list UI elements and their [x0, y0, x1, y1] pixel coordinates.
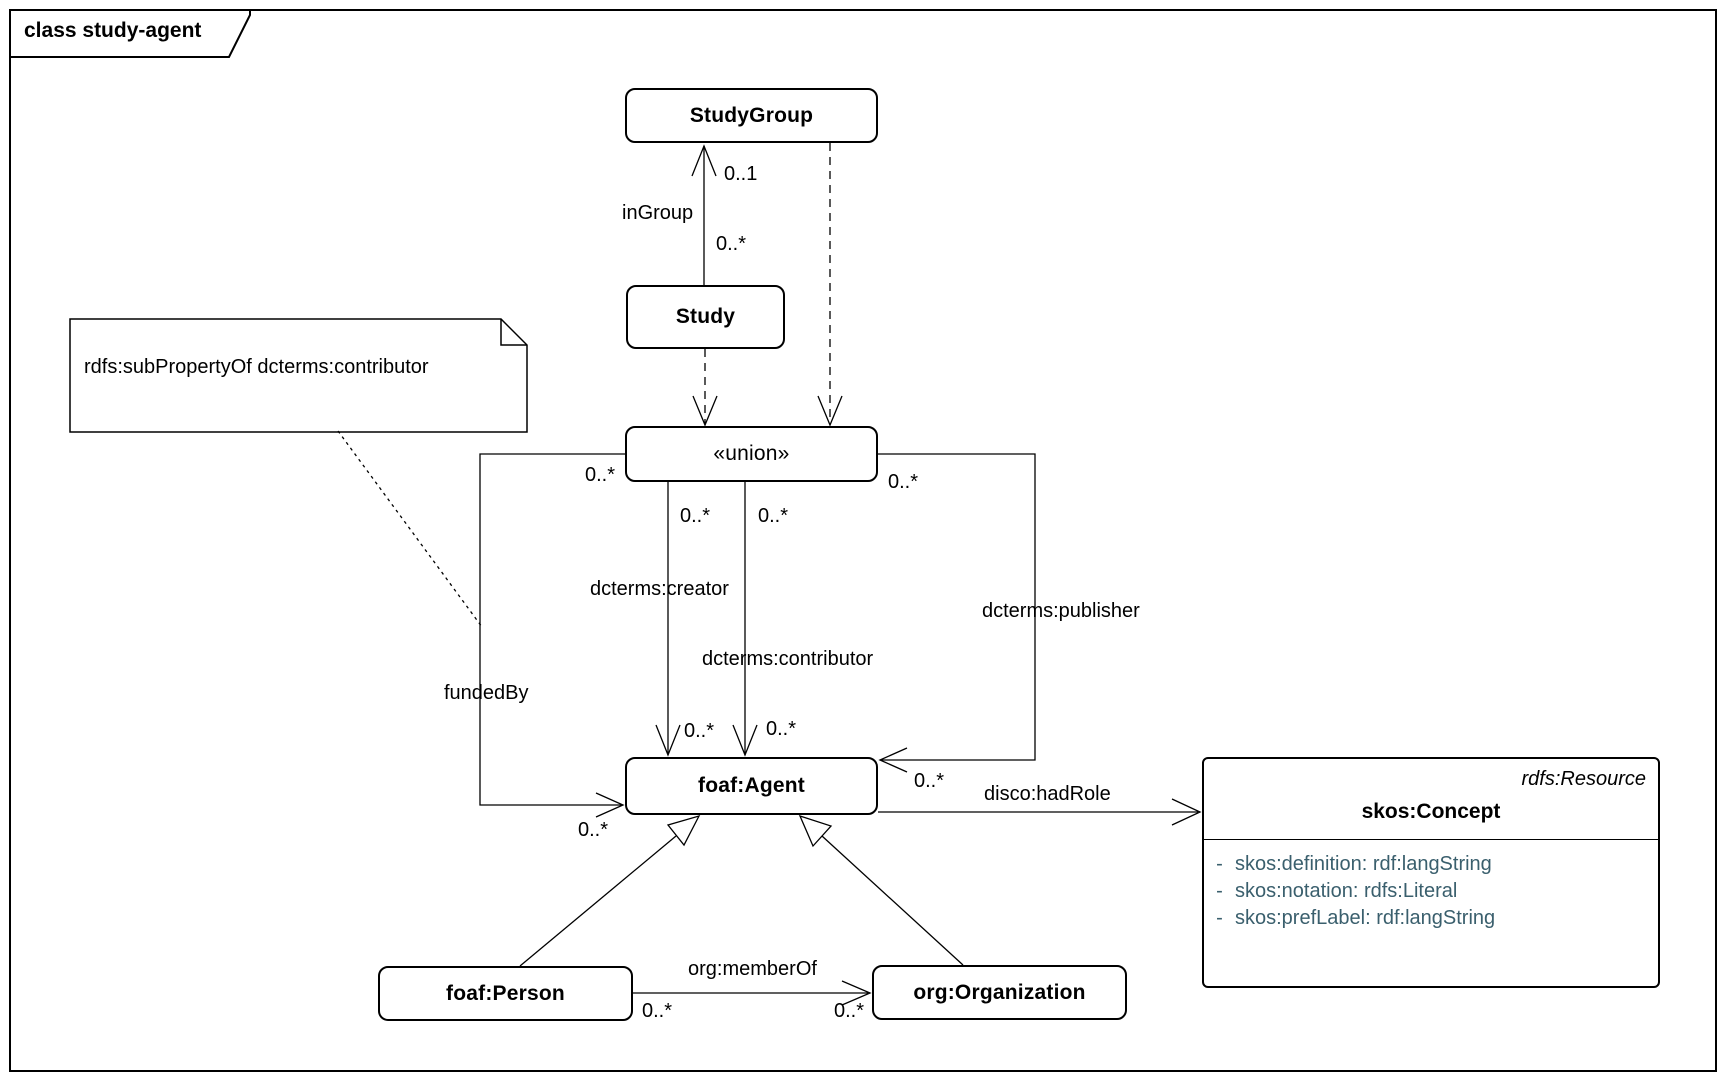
class-box-study: Study: [626, 285, 785, 349]
class-label-study: Study: [675, 305, 736, 328]
edge-generalization-person-line: [519, 835, 677, 967]
class-label-concept: skos:Concept: [1361, 800, 1501, 823]
frame-title-tab-shape: [9, 9, 251, 58]
attribute-row: - skos:prefLabel: rdf:langString: [1204, 905, 1658, 932]
frame-title: class study-agent: [24, 19, 202, 42]
edge-label-publisher: dcterms:publisher: [982, 600, 1140, 622]
edge-label-ingroup: inGroup: [622, 202, 694, 224]
mult-fundedby-target: 0..*: [578, 819, 609, 841]
note-text: rdfs:subPropertyOf dcterms:contributor: [84, 356, 429, 378]
edge-contributor-arrowhead-icon: [732, 724, 758, 757]
attribute-row: - skos:notation: rdfs:Literal: [1204, 878, 1658, 905]
mult-publisher-target: 0..*: [914, 770, 945, 792]
class-box-studygroup: StudyGroup: [625, 88, 878, 143]
concept-header: rdfs:Resource skos:Concept: [1204, 759, 1658, 840]
attribute-text: skos:notation: rdfs:Literal: [1235, 880, 1458, 902]
mult-memberof-target: 0..*: [834, 1000, 865, 1022]
edge-generalization-organization-triangle-icon: [798, 814, 833, 848]
note-dogear-icon: [500, 319, 527, 346]
edge-creator-arrowhead-icon: [655, 724, 681, 757]
mult-fundedby-source: 0..*: [585, 464, 616, 486]
attribute-visibility: -: [1216, 907, 1223, 929]
edge-label-fundedby: fundedBy: [444, 682, 529, 704]
class-label-union: «union»: [713, 442, 790, 465]
class-box-agent: foaf:Agent: [625, 757, 878, 815]
attribute-text: skos:prefLabel: rdf:langString: [1235, 907, 1496, 929]
class-label-agent: foaf:Agent: [698, 774, 805, 797]
mult-contributor-source: 0..*: [758, 505, 789, 527]
edge-fundedby-line: [479, 453, 625, 806]
class-label-studygroup: StudyGroup: [689, 103, 814, 127]
edge-publisher-arrowhead-icon: [878, 747, 908, 773]
edge-label-memberof: org:memberOf: [688, 958, 817, 980]
attribute-visibility: -: [1216, 880, 1223, 902]
note-anchor-line: [337, 430, 483, 628]
edge-label-creator: dcterms:creator: [590, 578, 729, 600]
edge-label-hadrole: disco:hadRole: [984, 783, 1111, 805]
class-box-union: «union»: [625, 426, 878, 482]
edge-ingroup-arrowhead-icon: [691, 144, 717, 177]
attribute-row: - skos:definition: rdf:langString: [1204, 851, 1658, 878]
edge-fundedby-arrowhead-icon: [595, 792, 625, 818]
concept-attribute-compartment: - skos:definition: rdf:langString - skos…: [1204, 840, 1658, 932]
class-box-person: foaf:Person: [378, 966, 633, 1021]
edge-memberof-arrowhead-icon: [841, 980, 872, 1006]
class-label-person: foaf:Person: [446, 981, 565, 1005]
edge-generalization-person-triangle-icon: [666, 814, 701, 847]
edge-dependency-studygroup-union-arrowhead-icon: [817, 395, 843, 427]
mult-creator-target: 0..*: [684, 720, 715, 742]
note-shape: [69, 318, 528, 433]
concept-stereotype: rdfs:Resource: [1521, 768, 1647, 790]
attribute-visibility: -: [1216, 853, 1223, 875]
mult-contributor-target: 0..*: [766, 718, 797, 740]
edge-dependency-study-union-arrowhead-icon: [692, 395, 718, 427]
edge-generalization-organization-line: [821, 835, 964, 966]
mult-ingroup-target: 0..1: [724, 163, 758, 185]
mult-ingroup-source: 0..*: [716, 233, 747, 255]
frame-border: [9, 9, 1717, 1072]
edge-hadrole-arrowhead-icon: [1171, 798, 1202, 826]
mult-publisher-source: 0..*: [888, 471, 919, 493]
class-box-organization: org:Organization: [872, 965, 1127, 1020]
edge-publisher-line: [878, 453, 1036, 761]
attribute-text: skos:definition: rdf:langString: [1235, 853, 1492, 875]
mult-creator-source: 0..*: [680, 505, 711, 527]
mult-memberof-source: 0..*: [642, 1000, 673, 1022]
edge-label-contributor: dcterms:contributor: [702, 648, 874, 670]
class-box-concept: rdfs:Resource skos:Concept - skos:defini…: [1202, 757, 1660, 988]
class-label-organization: org:Organization: [913, 980, 1086, 1004]
